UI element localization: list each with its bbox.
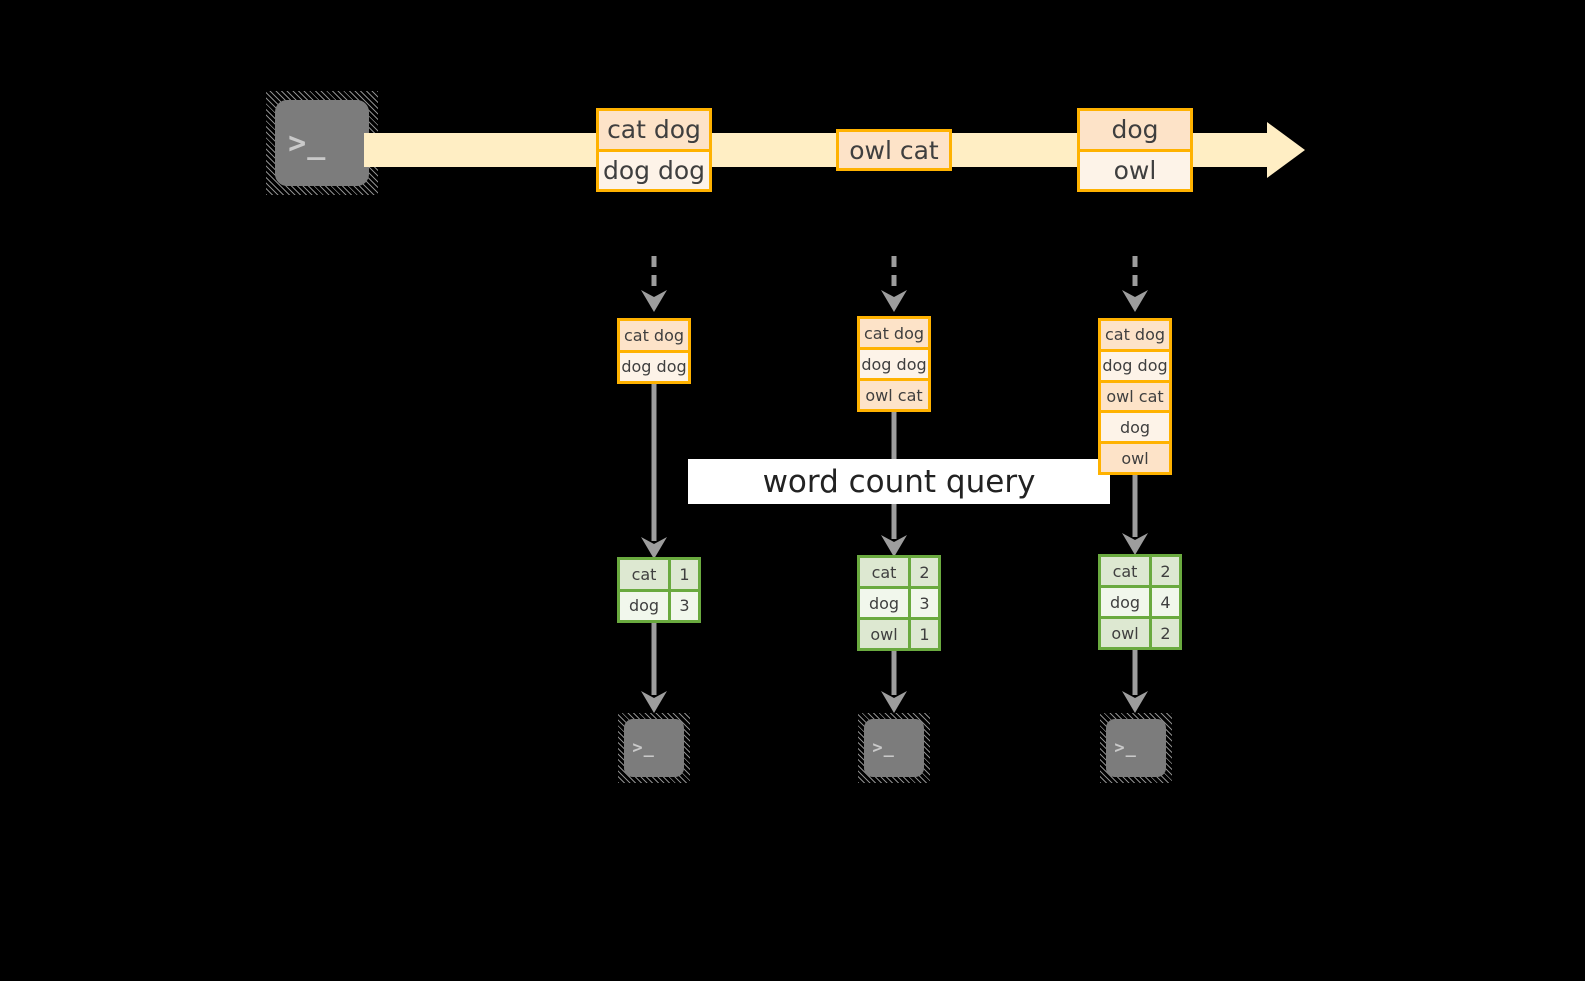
snapshot-2-result: cat 2 dog 3 owl 1: [857, 555, 941, 651]
result-word: owl: [1101, 619, 1149, 647]
query-arrow-1: [641, 384, 667, 559]
result-count: 1: [668, 560, 698, 589]
terminal-body: >_: [1106, 719, 1166, 777]
arrow-head-icon: [1122, 691, 1148, 713]
result-count: 2: [908, 558, 938, 586]
table-row: dog dog: [860, 347, 928, 378]
table-row: owl: [1101, 441, 1169, 472]
arrow-head-icon: [1122, 290, 1148, 312]
event-stream-arrowhead: [1267, 122, 1305, 178]
table-row: cat dog: [620, 321, 688, 350]
table-row: owl cat: [1101, 379, 1169, 411]
snapshot-3-table: cat dog dog dog owl cat dog owl: [1098, 318, 1172, 475]
result-row: owl 1: [860, 617, 938, 648]
stream-event-3: dog owl: [1077, 108, 1193, 192]
arrow-head-icon: [881, 691, 907, 713]
arrow-shaft: [651, 256, 657, 294]
table-row: owl cat: [860, 378, 928, 409]
query-label: word count query: [688, 459, 1110, 504]
arrow-shaft: [1132, 650, 1138, 695]
snapshot-2-table: cat dog dog dog owl cat: [857, 316, 931, 412]
snapshot-1-table: cat dog dog dog: [617, 318, 691, 384]
snapshot-3-result: cat 2 dog 4 owl 2: [1098, 554, 1182, 650]
terminal-body: >_: [624, 719, 684, 777]
arrow-head-icon: [881, 290, 907, 312]
result-arrow-3: [1122, 650, 1148, 713]
arrow-shaft: [651, 384, 657, 541]
result-row: cat 2: [1101, 557, 1179, 585]
result-word: cat: [860, 558, 908, 586]
arrow-head-icon: [641, 691, 667, 713]
arrow-shaft: [891, 256, 897, 294]
stream-event-line: owl: [1080, 148, 1190, 189]
terminal-body: >_: [275, 100, 369, 186]
terminal-prompt-text: >_: [872, 738, 895, 758]
terminal-body: >_: [864, 719, 924, 777]
result-arrow-2: [881, 651, 907, 713]
result-word: dog: [1101, 588, 1149, 616]
stream-event-1: cat dog dog dog: [596, 108, 712, 192]
result-row: cat 1: [620, 560, 698, 589]
table-row: dog dog: [1101, 348, 1169, 380]
table-row: dog dog: [620, 349, 688, 381]
source-terminal-icon: >_: [266, 91, 378, 195]
stream-event-2: owl cat: [836, 129, 952, 171]
stream-event-line: owl cat: [839, 132, 949, 168]
arrow-head-icon: [881, 535, 907, 557]
result-row: dog 3: [860, 586, 938, 617]
result-arrow-1: [641, 623, 667, 713]
result-count: 3: [908, 589, 938, 617]
result-word: dog: [620, 591, 668, 620]
result-row: dog 3: [620, 588, 698, 620]
arrow-head-icon: [1122, 533, 1148, 555]
terminal-prompt-text: >_: [632, 738, 655, 758]
stream-event-line: cat dog: [599, 111, 709, 149]
dashed-arrow-to-table-2: [881, 256, 907, 312]
arrow-shaft: [1132, 475, 1138, 537]
snapshot-1-result: cat 1 dog 3: [617, 557, 701, 623]
dashed-arrow-to-table-1: [641, 256, 667, 312]
arrow-shaft: [651, 623, 657, 695]
query-arrow-3: [1122, 475, 1148, 555]
arrow-shaft: [891, 651, 897, 695]
stream-event-line: dog dog: [599, 148, 709, 189]
result-count: 3: [668, 591, 698, 620]
arrow-head-icon: [641, 290, 667, 312]
result-word: owl: [860, 620, 908, 648]
snapshot-1-sink-terminal-icon: >_: [618, 713, 690, 783]
snapshot-3-sink-terminal-icon: >_: [1100, 713, 1172, 783]
arrow-head-icon: [641, 537, 667, 559]
result-row: cat 2: [860, 558, 938, 586]
result-count: 1: [908, 620, 938, 648]
result-word: cat: [620, 560, 668, 589]
result-row: owl 2: [1101, 616, 1179, 647]
result-word: cat: [1101, 557, 1149, 585]
table-row: dog: [1101, 410, 1169, 442]
dashed-arrow-to-table-3: [1122, 256, 1148, 312]
table-row: cat dog: [860, 319, 928, 347]
result-word: dog: [860, 589, 908, 617]
result-count: 4: [1149, 588, 1179, 616]
arrow-shaft: [1132, 256, 1138, 294]
result-count: 2: [1149, 557, 1179, 585]
table-row: cat dog: [1101, 321, 1169, 349]
result-row: dog 4: [1101, 585, 1179, 616]
terminal-prompt-text: >_: [288, 125, 327, 161]
result-count: 2: [1149, 619, 1179, 647]
snapshot-2-sink-terminal-icon: >_: [858, 713, 930, 783]
stream-event-line: dog: [1080, 111, 1190, 149]
terminal-prompt-text: >_: [1114, 738, 1137, 758]
